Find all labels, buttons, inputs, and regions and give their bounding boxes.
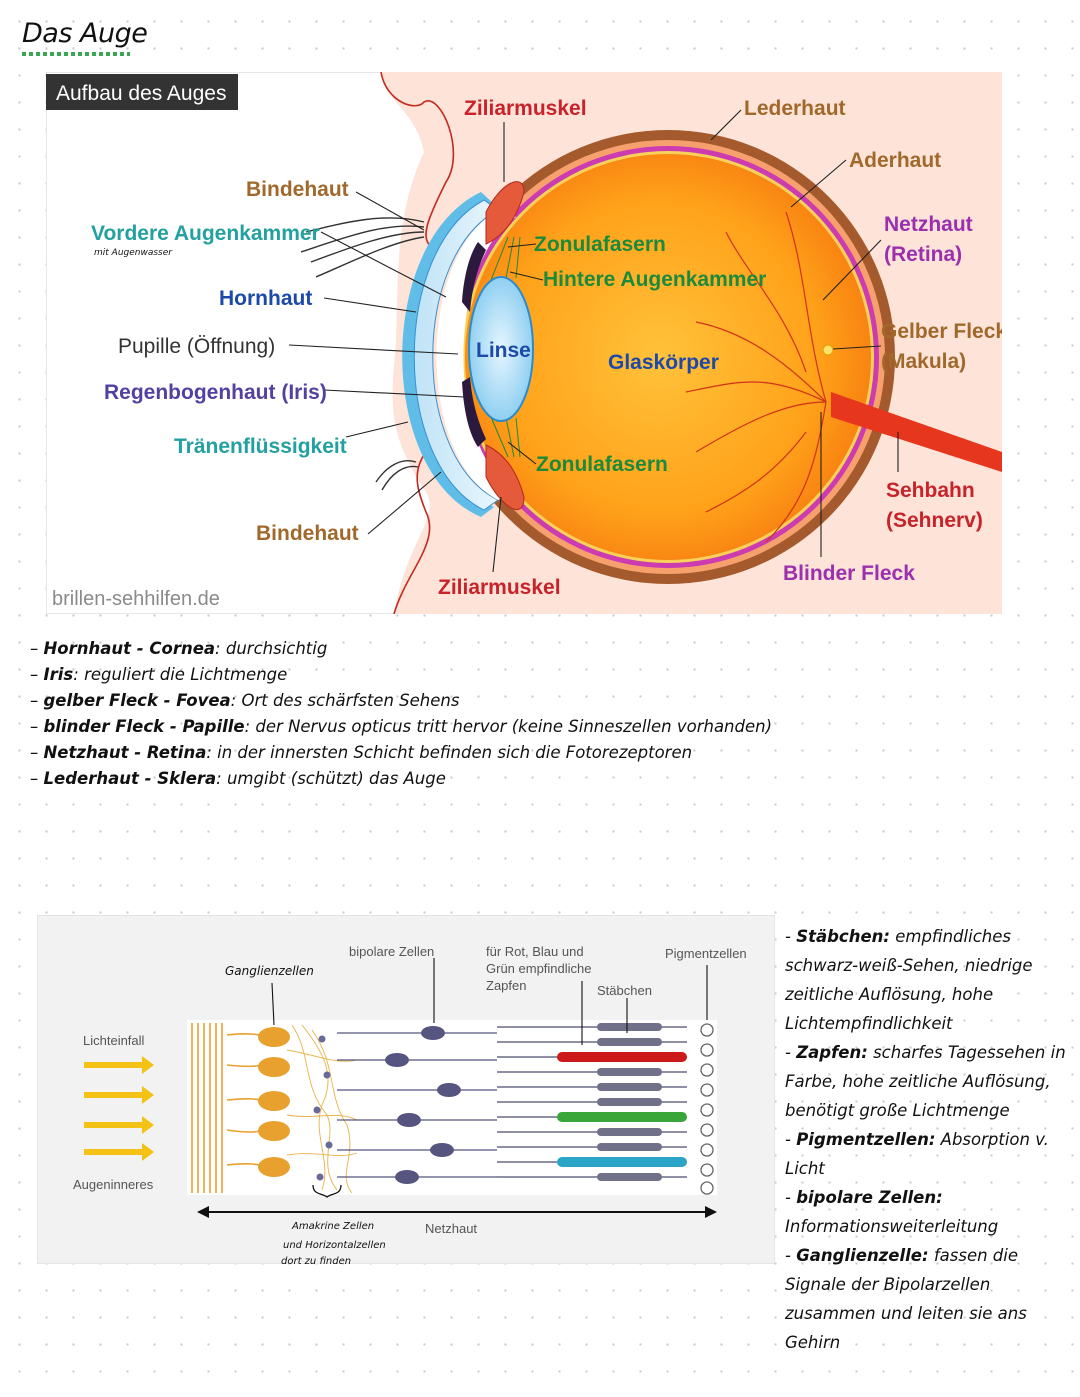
amakrine-brace: [312, 1184, 342, 1198]
horizontal-cell-bodies: [313, 1035, 333, 1181]
upper-eyelid-outline: [380, 72, 455, 248]
label-zapfen-3: Zapfen: [486, 978, 526, 993]
note-lederhaut: – Lederhaut - Sklera: umgibt (schützt) d…: [30, 769, 446, 788]
note-zapfen: - Zapfen: scharfes Tagessehen in Farbe, …: [785, 1043, 1066, 1120]
label-augeninneres: Augeninneres: [73, 1177, 154, 1192]
eyelashes: [300, 217, 425, 491]
label-zonulafasern-top: Zonulafasern: [534, 233, 666, 256]
retina-notes: - Stäbchen: empfindliches schwarz-weiß-S…: [785, 922, 1077, 1357]
label-hornhaut: Hornhaut: [219, 287, 312, 310]
label-bindehaut-bottom: Bindehaut: [256, 522, 359, 545]
label-netzhaut: Netzhaut: [884, 213, 973, 236]
label-linse: Linse: [476, 339, 531, 362]
bipolar-cells: [385, 1026, 461, 1184]
label-vordere-augenkammer: Vordere Augenkammer: [91, 222, 320, 245]
label-zonulafasern-bottom: Zonulafasern: [536, 453, 668, 476]
iris-top: [462, 242, 486, 312]
label-traenenfluessigkeit: Tränenflüssigkeit: [174, 435, 347, 458]
amacrine-horizontal-cells: [286, 1024, 358, 1194]
anterior-chamber: [436, 210, 516, 500]
macula-spot: [822, 344, 834, 356]
label-bipolare-zellen: bipolare Zellen: [349, 944, 434, 959]
note-gelber-fleck: – gelber Fleck - Fovea: Ort des schärfst…: [30, 691, 460, 710]
ciliary-muscle-top: [485, 181, 525, 245]
retina-axis: [197, 1206, 717, 1218]
retina-diagram: Ganglienzellen bipolare Zellen für Rot, …: [36, 914, 776, 1267]
eye-anatomy-figure: Aufbau des Auges brillen-sehhilfen.de Zi…: [46, 72, 1002, 614]
label-sehbahn: Sehbahn: [886, 479, 975, 502]
note-hornhaut: – Hornhaut - Cornea: durchsichtig: [30, 639, 328, 658]
label-lederhaut: Lederhaut: [744, 97, 846, 120]
label-netzhaut: Netzhaut: [425, 1221, 477, 1236]
eye-diagram: Aufbau des Auges brillen-sehhilfen.de Zi…: [46, 72, 1002, 614]
green-cone: [557, 1112, 687, 1122]
note-staebchen: - Stäbchen: empfindliches schwarz-weiß-S…: [785, 927, 1033, 1033]
figure-title-box: [46, 74, 238, 110]
page-title: Das Auge: [22, 18, 148, 49]
blue-cone: [557, 1157, 687, 1167]
cone-cells: [557, 1052, 687, 1167]
label-pigmentzellen: Pigmentzellen: [665, 946, 747, 961]
optic-nerve: [831, 392, 1002, 472]
light-arrows: [84, 1056, 154, 1161]
note-amakrine-1: Amakrine Zellen: [291, 1221, 374, 1232]
note-netzhaut: – Netzhaut - Retina: in der innersten Sc…: [30, 743, 693, 762]
label-zapfen-1: für Rot, Blau und: [486, 944, 584, 959]
note-amakrine-2: und Horizontalzellen: [283, 1240, 386, 1251]
retina-layers-figure: Ganglienzellen bipolare Zellen für Rot, …: [36, 914, 776, 1267]
rod-cells: [597, 1023, 662, 1181]
pigment-cells: [700, 1023, 714, 1195]
label-ziliarmuskel-top: Ziliarmuskel: [464, 97, 587, 120]
label-regenbogenhaut: Regenbogenhaut (Iris): [104, 381, 327, 404]
label-pupille: Pupille (Öffnung): [118, 335, 275, 358]
note-blinder-fleck: – blinder Fleck - Papille: der Nervus op…: [30, 717, 773, 736]
label-ganglienzellen: Ganglienzellen: [225, 964, 314, 978]
label-ziliarmuskel-bottom: Ziliarmuskel: [438, 576, 561, 599]
iris-bottom: [462, 377, 486, 447]
label-sehnerv: (Sehnerv): [886, 509, 983, 532]
red-cone: [557, 1052, 687, 1062]
label-zapfen-2: Grün empfindliche: [486, 961, 592, 976]
blood-vessels: [685, 211, 827, 543]
label-hintere-augenkammer: Hintere Augenkammer: [543, 268, 766, 291]
label-bindehaut-top: Bindehaut: [246, 178, 349, 201]
vitreous-body: [465, 154, 871, 560]
label-blinder-fleck: Blinder Fleck: [783, 562, 915, 585]
label-glaskoerper: Glaskörper: [608, 351, 719, 374]
label-leaders: [288, 109, 899, 573]
label-lichteinfall: Lichteinfall: [83, 1033, 145, 1048]
figure-title: Aufbau des Auges: [56, 82, 226, 105]
note-augenwasser: mit Augenwasser: [94, 248, 173, 258]
note-ganglienzelle: - Ganglienzelle: fassen die Signale der …: [785, 1246, 1027, 1352]
label-netzhaut-retina: (Retina): [884, 243, 962, 266]
cornea: [413, 199, 499, 511]
note-pigmentzellen: - Pigmentzellen: Absorption v. Licht: [785, 1130, 1049, 1178]
lens: [468, 276, 534, 422]
label-staebchen: Stäbchen: [597, 983, 652, 998]
label-aderhaut: Aderhaut: [849, 149, 941, 172]
tear-film: [402, 192, 494, 517]
figure-source: brillen-sehhilfen.de: [52, 588, 220, 610]
retina-leaders: [271, 958, 708, 1045]
lower-eyelid-outline: [393, 451, 431, 614]
note-amakrine-3: dort zu finden: [281, 1256, 351, 1264]
ganglion-cells: [258, 1027, 290, 1177]
note-iris: – Iris: reguliert die Lichtmenge: [30, 665, 288, 684]
label-makula: (Makula): [881, 350, 966, 373]
label-gelber-fleck: Gelber Fleck: [881, 320, 1002, 343]
spellcheck-underline: [22, 52, 130, 56]
note-bipolare-zellen: - bipolare Zellen: Informationsweiterlei…: [785, 1188, 999, 1236]
handwritten-notes: – Hornhaut - Cornea: durchsichtig – Iris…: [30, 636, 790, 792]
